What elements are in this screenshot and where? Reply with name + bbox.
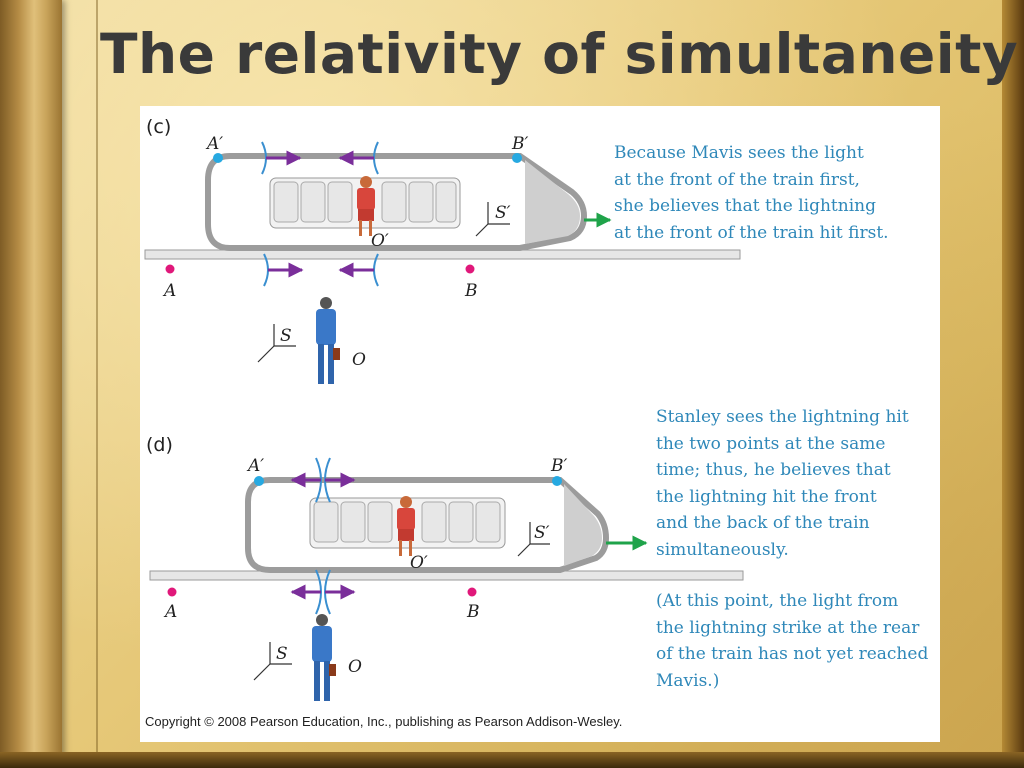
note-d: (At this point, the light from the light… — [656, 591, 929, 691]
label-s-c: S — [280, 326, 292, 346]
point-a-d — [167, 587, 177, 597]
label-b-prime-d: B′ — [550, 456, 567, 476]
book-edge-bottom — [0, 752, 1024, 768]
label-b-d: B — [466, 602, 480, 622]
point-a-c — [165, 264, 175, 274]
figure-panel: A′ B′ O′ S′ A B S O — [140, 106, 940, 742]
point-b-c — [465, 264, 475, 274]
label-o-c: O — [352, 350, 366, 370]
s-prime-axes-c — [475, 202, 510, 237]
point-a-prime-d — [254, 476, 264, 486]
label-s-prime-d: S′ — [534, 523, 550, 543]
s-axes-d — [253, 642, 292, 681]
stanley-observer-c — [316, 297, 340, 384]
label-a-prime-d: A′ — [246, 456, 264, 476]
simultaneity-diagram: A′ B′ O′ S′ A B S O — [144, 134, 744, 701]
s-prime-axes-d — [517, 522, 550, 557]
panel-label-c: (c) — [146, 116, 172, 138]
point-b-prime-c — [512, 153, 522, 163]
book-binding — [0, 0, 62, 768]
mavis-observer-d — [397, 496, 415, 556]
point-b-d — [467, 587, 477, 597]
mavis-observer-c — [357, 176, 375, 236]
caption-c: Because Mavis sees the light at the fron… — [614, 143, 889, 243]
label-o-prime-c: O′ — [371, 231, 389, 251]
s-axes-c — [257, 324, 296, 363]
point-b-prime-d — [552, 476, 562, 486]
label-a-d: A — [163, 602, 177, 622]
caption-d: Stanley sees the lightning hit the two p… — [656, 407, 909, 560]
panel-label-d: (d) — [146, 434, 173, 456]
label-s-prime-c: S′ — [495, 203, 511, 223]
stanley-observer-d — [312, 614, 336, 701]
train-nose-c — [525, 160, 580, 244]
train-nose-d — [564, 484, 602, 566]
point-a-prime-c — [213, 153, 223, 163]
panel-d-scene: A′ B′ O′ S′ A B S O — [149, 456, 744, 701]
slide-title: The relativity of simultaneity — [100, 22, 1019, 86]
label-b-c: B — [464, 281, 478, 301]
book-edge-right — [1002, 0, 1024, 768]
label-s-d: S — [276, 644, 288, 664]
track-c — [144, 249, 741, 260]
panel-c-scene: A′ B′ O′ S′ A B S O — [144, 134, 741, 384]
label-o-d: O — [348, 657, 362, 677]
binding-line — [96, 0, 98, 768]
label-a-c: A — [162, 281, 176, 301]
label-o-prime-d: O′ — [410, 553, 428, 573]
copyright-notice: Copyright © 2008 Pearson Education, Inc.… — [145, 714, 623, 729]
label-b-prime-c: B′ — [511, 134, 528, 154]
label-a-prime-c: A′ — [205, 134, 223, 154]
